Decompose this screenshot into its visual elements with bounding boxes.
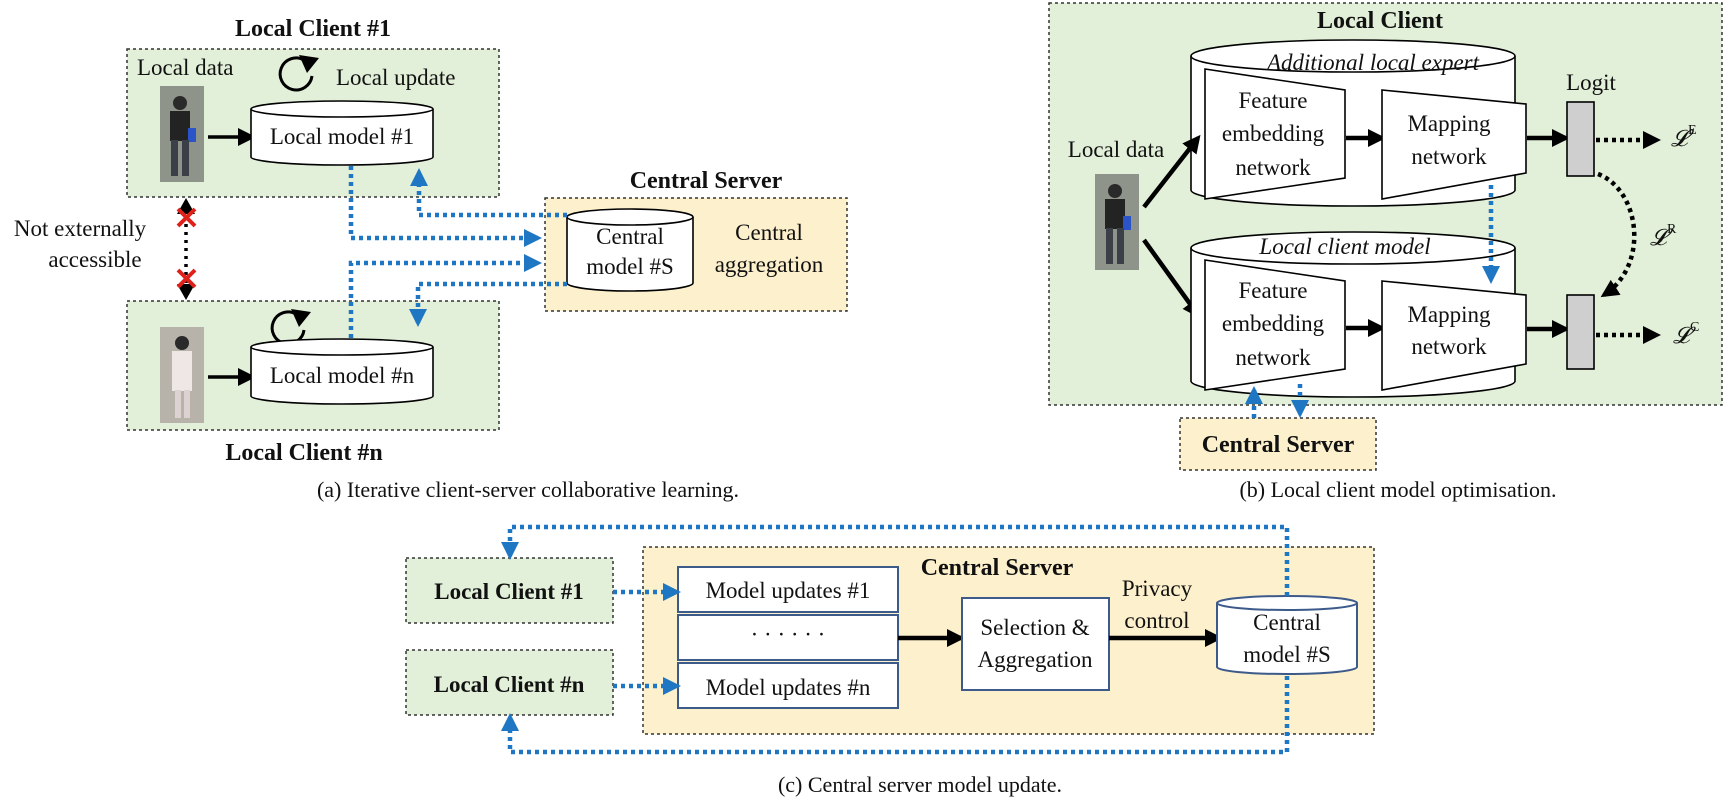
feature-top-line2: embedding [1222, 121, 1325, 146]
caption-a: (a) Iterative client-server collaborativ… [317, 477, 739, 502]
blue-dotted-links-a [348, 166, 567, 338]
central-model-line1-a: Central [596, 224, 664, 249]
privacy-line1: Privacy [1122, 576, 1193, 601]
central-model-cylinder-c [1216, 595, 1358, 675]
loss-c-sup: C [1690, 320, 1699, 335]
logit-bottom [1566, 294, 1595, 370]
panel-b: Local Client Additional local expert Fea… [1048, 2, 1723, 502]
feature-bottom-line2: embedding [1222, 311, 1325, 336]
caption-b: (b) Local client model optimisation. [1239, 477, 1556, 502]
logit-top [1566, 101, 1595, 177]
model-updates-n-box [677, 662, 899, 709]
central-server-label-b: Central Server [1202, 432, 1355, 458]
local-client-n-label-c: Local Client #n [434, 672, 585, 697]
privacy-line2: control [1124, 608, 1189, 633]
feature-top-line1: Feature [1239, 88, 1308, 113]
central-to-client1-loop [501, 524, 1290, 596]
cross-icon-1 [176, 207, 197, 228]
selection-line2: Aggregation [978, 647, 1093, 672]
mapping-network-top [1381, 89, 1527, 200]
person-image-1 [160, 86, 204, 182]
logit-label: Logit [1566, 70, 1616, 95]
arrow-data-to-client-model [1142, 238, 1201, 319]
client1-title: Local Client #1 [235, 16, 391, 42]
local-client-title-b: Local Client [1317, 8, 1443, 34]
central-server-box-b [1179, 417, 1377, 471]
mapping-network-bottom [1381, 280, 1527, 391]
model-updates-1: Model updates #1 [706, 578, 871, 603]
feature-network-top [1204, 68, 1346, 200]
local-model-1-cylinder [250, 100, 434, 166]
not-accessible-label-line2: accessible [48, 247, 141, 272]
feature-top-line3: network [1235, 155, 1311, 180]
local-data-label-b: Local data [1068, 137, 1164, 162]
mapping-top-line1: Mapping [1407, 111, 1491, 136]
feature-bottom-line1: Feature [1239, 278, 1308, 303]
expert-label: Additional local expert [1265, 50, 1480, 75]
central-model-cylinder-a [566, 208, 694, 292]
central-c-line2: model #S [1243, 642, 1331, 667]
modeln-to-server [348, 254, 542, 338]
panel-a: Local Client #1 Local data Local update … [14, 16, 848, 502]
client-model-label: Local client model [1258, 234, 1430, 259]
central-server-title-c: Central Server [921, 555, 1074, 581]
local-update-label: Local update [336, 65, 455, 90]
loss-e-sup: E [1688, 123, 1697, 138]
central-server-title-a: Central Server [630, 168, 783, 194]
local-data-label: Local data [137, 55, 233, 80]
cross-icon-2 [176, 268, 197, 289]
down-arrowhead [177, 284, 195, 300]
panel-c: Central Server Local Client #1 Local Cli… [405, 524, 1375, 797]
central-c-line1: Central [1253, 610, 1321, 635]
person-image-b [1095, 174, 1139, 270]
caption-c: (c) Central server model update. [778, 772, 1062, 797]
local-model-1-label: Local model #1 [270, 124, 414, 149]
arrow-data-to-expert [1142, 134, 1201, 209]
local-client-n-box-c [405, 649, 614, 716]
clientn-title: Local Client #n [225, 440, 382, 466]
model-updates-dots-box [677, 614, 899, 661]
local-model-n-cylinder [250, 338, 434, 405]
model-updates-1-box [677, 566, 899, 613]
loss-r-sup: R [1667, 222, 1677, 237]
rotate-update-icon [278, 55, 319, 92]
selection-line1: Selection & [980, 615, 1089, 640]
server-to-modeln [409, 281, 567, 327]
aggregation-line2: aggregation [715, 252, 824, 277]
mapping-top-line2: network [1411, 144, 1487, 169]
not-accessible-label-line1: Not externally [14, 216, 147, 241]
local-client-1-label-c: Local Client #1 [434, 579, 584, 604]
aggregation-line1: Central [735, 220, 803, 245]
local-model-n-label: Local model #n [270, 363, 415, 388]
central-model-line2-a: model #S [586, 254, 674, 279]
selection-aggregation-box [961, 597, 1110, 691]
person-image-n [160, 327, 204, 423]
model-updates-n: Model updates #n [706, 675, 871, 700]
mapping-bottom-line2: network [1411, 334, 1487, 359]
mapping-bottom-line1: Mapping [1407, 302, 1491, 327]
feature-network-bottom [1204, 259, 1346, 391]
model1-to-server [348, 166, 542, 247]
server-to-model1 [410, 168, 567, 218]
feature-bottom-line3: network [1235, 345, 1311, 370]
model-updates-dots: · · · · · · [751, 622, 826, 647]
central-to-clientn-loop [501, 676, 1290, 755]
